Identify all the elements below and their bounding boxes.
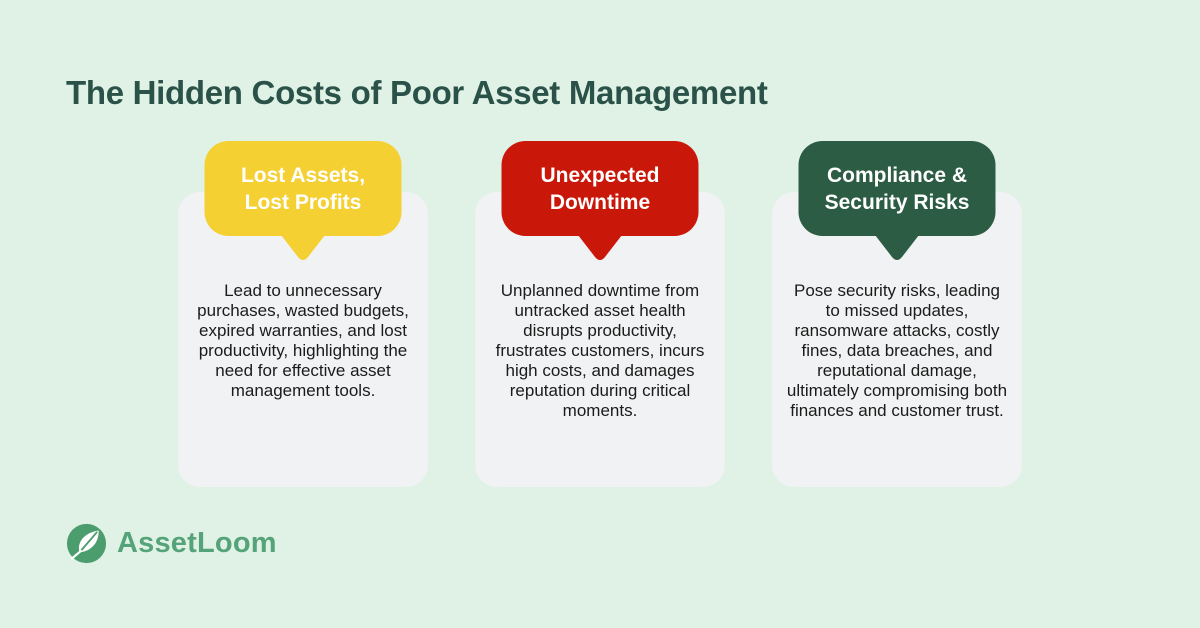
card-badge-label: Unexpected Downtime <box>540 163 660 214</box>
card-badge: Unexpected Downtime <box>501 141 699 236</box>
page-title: The Hidden Costs of Poor Asset Managemen… <box>66 74 768 112</box>
card-badge: Compliance & Security Risks <box>798 141 996 236</box>
badge-pointer-icon <box>875 235 919 260</box>
card-compliance-security: Compliance & Security Risks Pose securit… <box>772 141 1022 487</box>
badge-pointer-icon <box>578 235 622 260</box>
brand-name: AssetLoom <box>117 527 277 559</box>
card-description: Pose security risks, leading to missed u… <box>786 281 1008 420</box>
leaf-icon <box>66 523 107 564</box>
card-unexpected-downtime: Unexpected Downtime Unplanned downtime f… <box>475 141 725 487</box>
card-badge-label: Compliance & Security Risks <box>824 163 970 214</box>
brand-logo: AssetLoom <box>66 523 277 564</box>
card-description: Unplanned downtime from untracked asset … <box>495 281 705 420</box>
card-badge: Lost Assets, Lost Profits <box>204 141 402 236</box>
card-badge-label: Lost Assets, Lost Profits <box>240 163 366 214</box>
card-description: Lead to unnecessary purchases, wasted bu… <box>197 281 409 400</box>
badge-pointer-icon <box>281 235 325 260</box>
card-lost-assets: Lost Assets, Lost Profits Lead to unnece… <box>178 141 428 487</box>
